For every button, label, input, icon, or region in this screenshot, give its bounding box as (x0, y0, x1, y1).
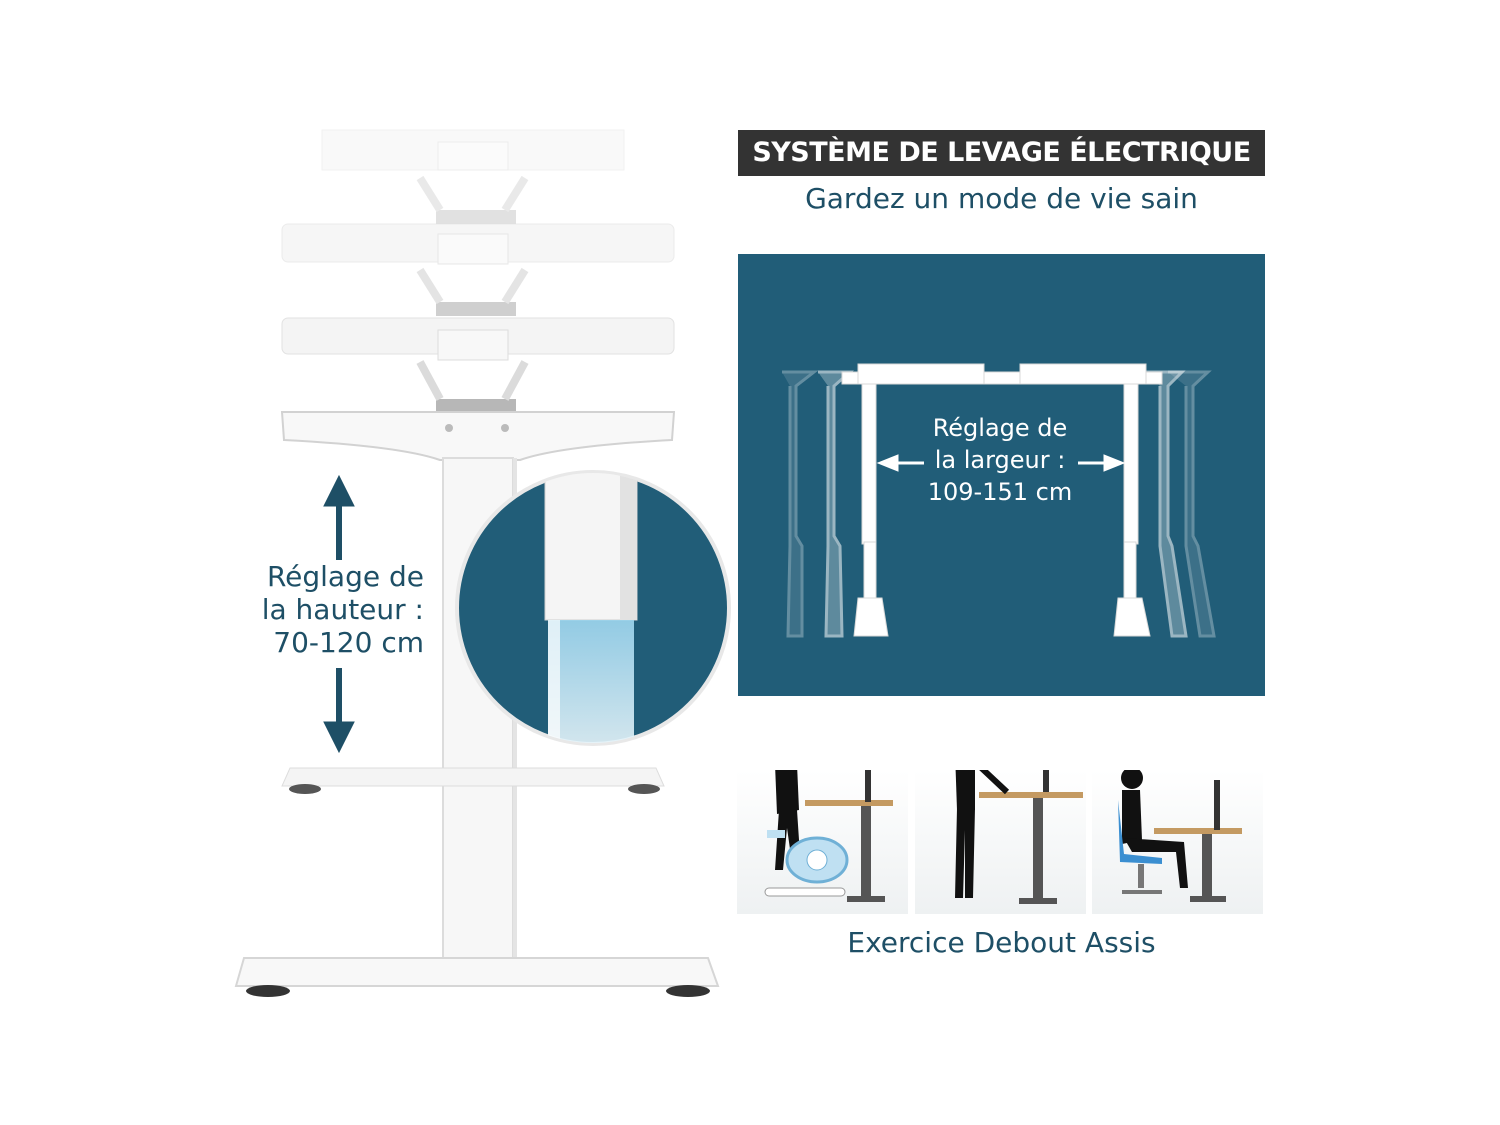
width-label-line-2: la largeur : (934, 446, 1066, 474)
height-label-line-3: 70-120 cm (273, 626, 424, 659)
feature-subtitle: Gardez un mode de vie sain (805, 182, 1198, 215)
height-adjust-label: Réglage de la hauteur : 70-120 cm (232, 560, 424, 659)
width-adjust-panel (738, 254, 1265, 696)
exercise-pose-image (737, 740, 908, 914)
feature-title-banner: SYSTÈME DE LEVAGE ÉLECTRIQUE (738, 130, 1265, 176)
ghost-top-3 (281, 317, 675, 413)
width-label-line-1: Réglage de (932, 414, 1068, 442)
right-arrow-icon (1103, 454, 1126, 472)
left-arrow-icon (876, 454, 899, 472)
zoom-detail-circle (455, 470, 731, 746)
height-label-line-1: Réglage de (266, 560, 424, 593)
width-label-line-3: 109-151 cm (927, 478, 1073, 506)
sitting-pose-image (1092, 767, 1263, 914)
up-arrow-icon (323, 474, 355, 507)
leg-foot (234, 957, 720, 987)
height-label-line-2: la hauteur : (261, 593, 424, 626)
standing-pose-image (915, 729, 1086, 914)
top-crossbar (280, 411, 676, 461)
desk-frame-illustration (234, 129, 731, 997)
modes-caption: Exercice Debout Assis (847, 926, 1156, 959)
ghost-top-1 (321, 129, 625, 224)
down-arrow-icon (323, 721, 355, 754)
width-adjust-label: Réglage de la largeur : 109-151 cm (915, 412, 1085, 508)
frame-width-illustration (782, 363, 1216, 638)
ghost-top-2 (281, 223, 675, 316)
